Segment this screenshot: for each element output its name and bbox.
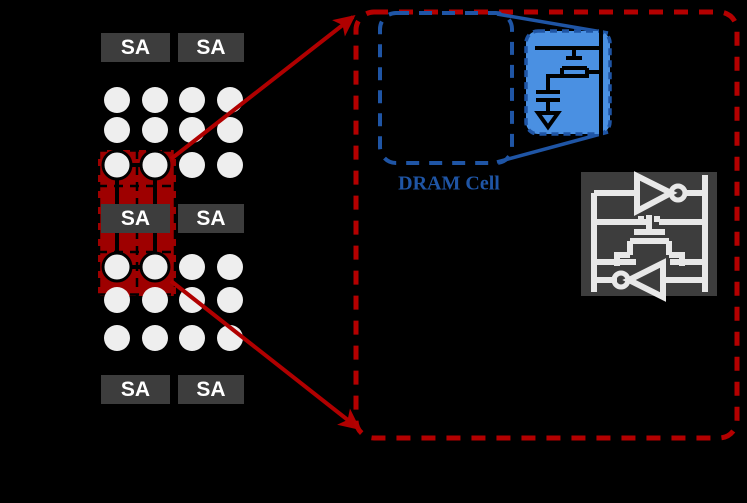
memory-cell-dot-selected xyxy=(139,149,171,181)
callout-arrows xyxy=(169,15,361,430)
magnified-region-red-dashed xyxy=(353,9,740,441)
inverter-top xyxy=(634,171,678,216)
sense-amp-label: SA xyxy=(121,207,150,230)
sense-amp-box[interactable] xyxy=(178,33,244,62)
memory-cell-dot xyxy=(104,87,130,113)
memory-cell-dot-selected xyxy=(101,149,133,181)
memory-cell-dot xyxy=(179,87,205,113)
transistor-gate-notch xyxy=(638,216,660,222)
sram-cell-icon xyxy=(581,171,717,302)
memory-cell-dot xyxy=(142,287,168,313)
memory-cell-dot xyxy=(104,287,130,313)
storage-node-wire xyxy=(546,74,562,92)
dram-cell-zoom-box xyxy=(524,28,612,137)
sense-amp-label: SA xyxy=(196,207,225,230)
callout-arrow-bottom xyxy=(169,279,361,430)
memory-cell-dot xyxy=(179,117,205,143)
sense-amp-label: SA xyxy=(196,36,225,59)
sense-amp-label: SA xyxy=(121,36,150,59)
memory-cell-dot xyxy=(217,254,243,280)
memory-cell-dot xyxy=(142,117,168,143)
memory-cell-dot xyxy=(142,87,168,113)
memory-cell-dot xyxy=(217,117,243,143)
memory-cell-dot xyxy=(217,287,243,313)
memory-cell-dot-grid xyxy=(101,87,243,351)
memory-cell-dot xyxy=(217,152,243,178)
sense-amp-box[interactable] xyxy=(101,204,170,233)
memory-cell-dot xyxy=(179,152,205,178)
memory-cell-dot-selected xyxy=(101,251,133,283)
memory-cell-dot xyxy=(179,325,205,351)
memory-cell-dot xyxy=(104,325,130,351)
sense-amp-label: SA xyxy=(121,378,150,401)
inverter-bottom-bubble xyxy=(611,270,631,290)
inverter-bottom xyxy=(622,258,666,302)
sense-amp-box[interactable] xyxy=(178,204,244,233)
callout-arrow-top xyxy=(169,15,356,161)
sense-amp-label: SA xyxy=(196,378,225,401)
memory-cell-dot xyxy=(142,325,168,351)
sram-access-transistor xyxy=(614,215,685,266)
memory-cell-dot xyxy=(217,87,243,113)
sense-amp-row-bottom: SA SA xyxy=(101,375,244,404)
sense-amp-box[interactable] xyxy=(101,33,170,62)
ground-symbol xyxy=(534,111,562,131)
memory-cell-dot xyxy=(179,254,205,280)
inverter-top-bubble xyxy=(668,183,688,203)
sense-amp-row-top: SA SA xyxy=(101,33,244,62)
memory-cell-dot xyxy=(104,117,130,143)
sense-amp-row-middle: SA SA xyxy=(101,204,244,233)
memory-cell-dot-selected xyxy=(139,251,171,283)
sense-amp-box[interactable] xyxy=(178,375,244,404)
sense-amp-box[interactable] xyxy=(101,375,170,404)
dram-cell-caption: DRAM Cell xyxy=(398,173,500,195)
dram-cell-region-outline xyxy=(378,11,514,165)
